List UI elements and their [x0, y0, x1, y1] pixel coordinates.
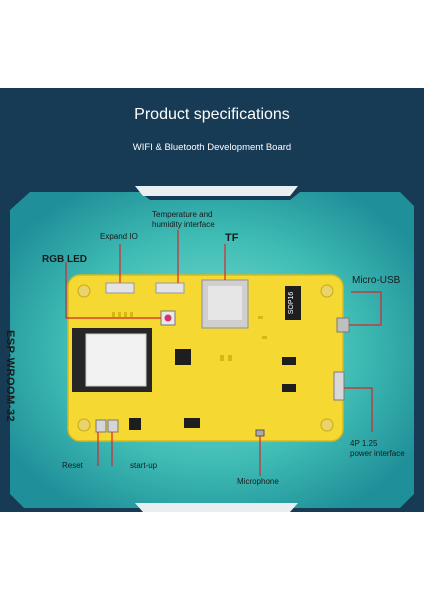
label-power-1: 4P 1.25 — [350, 439, 378, 448]
label-reset: Reset — [62, 461, 83, 470]
label-temp-humidity-2: humidity interface — [152, 220, 215, 229]
microphone — [255, 429, 265, 437]
power-connector — [333, 371, 345, 401]
bottom-bracket — [135, 503, 298, 512]
callout-lines — [65, 230, 382, 476]
label-tf: TF — [225, 232, 239, 244]
temp-humidity-connector — [155, 282, 185, 294]
label-micro-usb: Micro-USB — [352, 275, 401, 286]
label-start-up: start-up — [130, 461, 158, 470]
label-temp-humidity-1: Temperature and — [152, 210, 213, 219]
start-up-button — [107, 419, 119, 433]
label-esp-wroom: ESP-WROOM-32 — [4, 330, 16, 423]
chip-marking: SOP16 — [288, 292, 295, 315]
label-power-2: power interface — [350, 449, 405, 458]
expand-io-connector — [105, 282, 135, 294]
label-rgb-led: RGB LED — [42, 254, 87, 265]
pcb-board — [67, 274, 344, 442]
reset-button — [95, 419, 107, 433]
label-expand-io: Expand IO — [100, 232, 138, 241]
page-subtitle: WIFI & Bluetooth Development Board — [132, 142, 292, 153]
chip-main — [175, 349, 191, 365]
micro-usb-port — [336, 317, 350, 333]
top-bracket — [135, 186, 298, 196]
page-title: Product specifications — [134, 106, 290, 123]
chip-sop16 — [285, 286, 301, 320]
label-microphone: Microphone — [237, 477, 279, 486]
